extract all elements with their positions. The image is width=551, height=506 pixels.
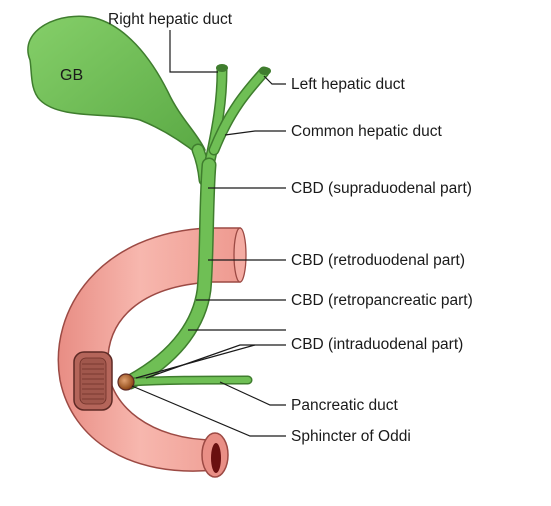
sphincter-of-oddi-marker — [118, 374, 134, 390]
label-right-hepatic-duct: Right hepatic duct — [108, 11, 233, 28]
label-left-hepatic-duct: Left hepatic duct — [291, 76, 405, 93]
label-common-hepatic-duct: Common hepatic duct — [291, 123, 442, 140]
gallbladder-label: GB — [60, 67, 83, 84]
label-cbd-supraduodenal: CBD (supraduodenal part) — [291, 180, 472, 197]
label-cbd-retroduodenal: CBD (retroduodenal part) — [291, 252, 465, 269]
label-sphincter-of-oddi: Sphincter of Oddi — [291, 428, 411, 445]
label-pancreatic-duct: Pancreatic duct — [291, 397, 399, 414]
label-cbd-intraduodenal: CBD (intraduodenal part) — [291, 336, 463, 353]
gallbladder: GB — [28, 16, 205, 156]
label-cbd-retropancreatic: CBD (retropancreatic part) — [291, 292, 473, 309]
